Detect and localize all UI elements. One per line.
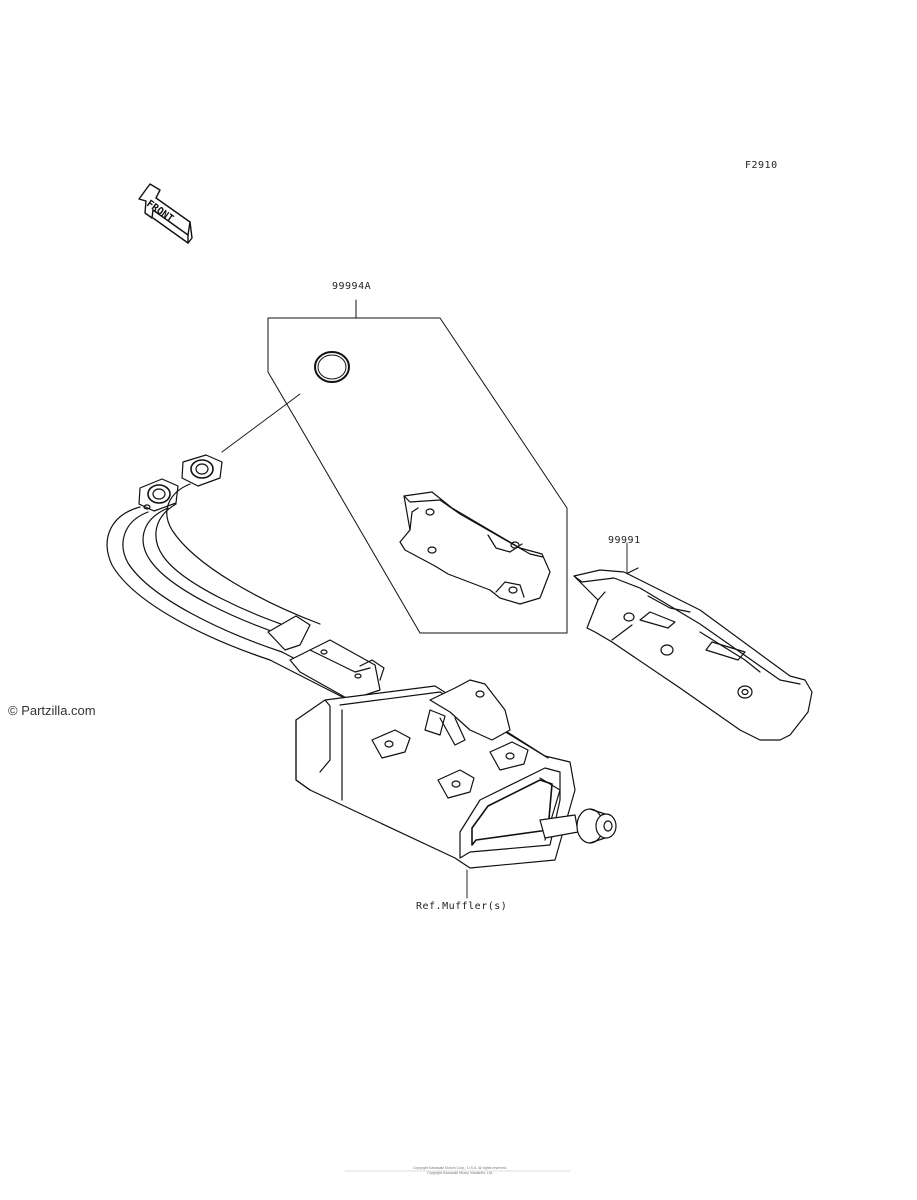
heat-guard-small: [399, 491, 551, 605]
muffler-brackets: [371, 679, 529, 799]
copyright-line-1: Copyright Kawasaki Motors Corp., U.S.A. …: [413, 1166, 507, 1170]
collector-pipe: [267, 615, 407, 705]
front-arrow-icon: FRONT: [138, 183, 193, 244]
callout-99991[interactable]: 99991: [608, 535, 641, 546]
copyright-footer: Copyright Kawasaki Motors Corp., U.S.A. …: [330, 1166, 590, 1176]
callout-99994a[interactable]: 99994A: [332, 281, 372, 292]
exhaust-flange-front: [181, 454, 223, 487]
callout-ref-muffler[interactable]: Ref.Muffler(s): [416, 901, 508, 912]
heat-guard-large: [573, 542, 813, 741]
partzilla-watermark: © Partzilla.com: [8, 703, 96, 718]
kit-99994a-outline: [267, 299, 568, 634]
muffler-end-cap: [539, 808, 617, 844]
muffler-body: [295, 685, 576, 869]
figure-code: F2910: [745, 160, 778, 171]
gasket-ring: [221, 351, 350, 453]
copyright-line-2: Copyright Kawasaki Heavy Industries, Ltd…: [427, 1171, 493, 1175]
